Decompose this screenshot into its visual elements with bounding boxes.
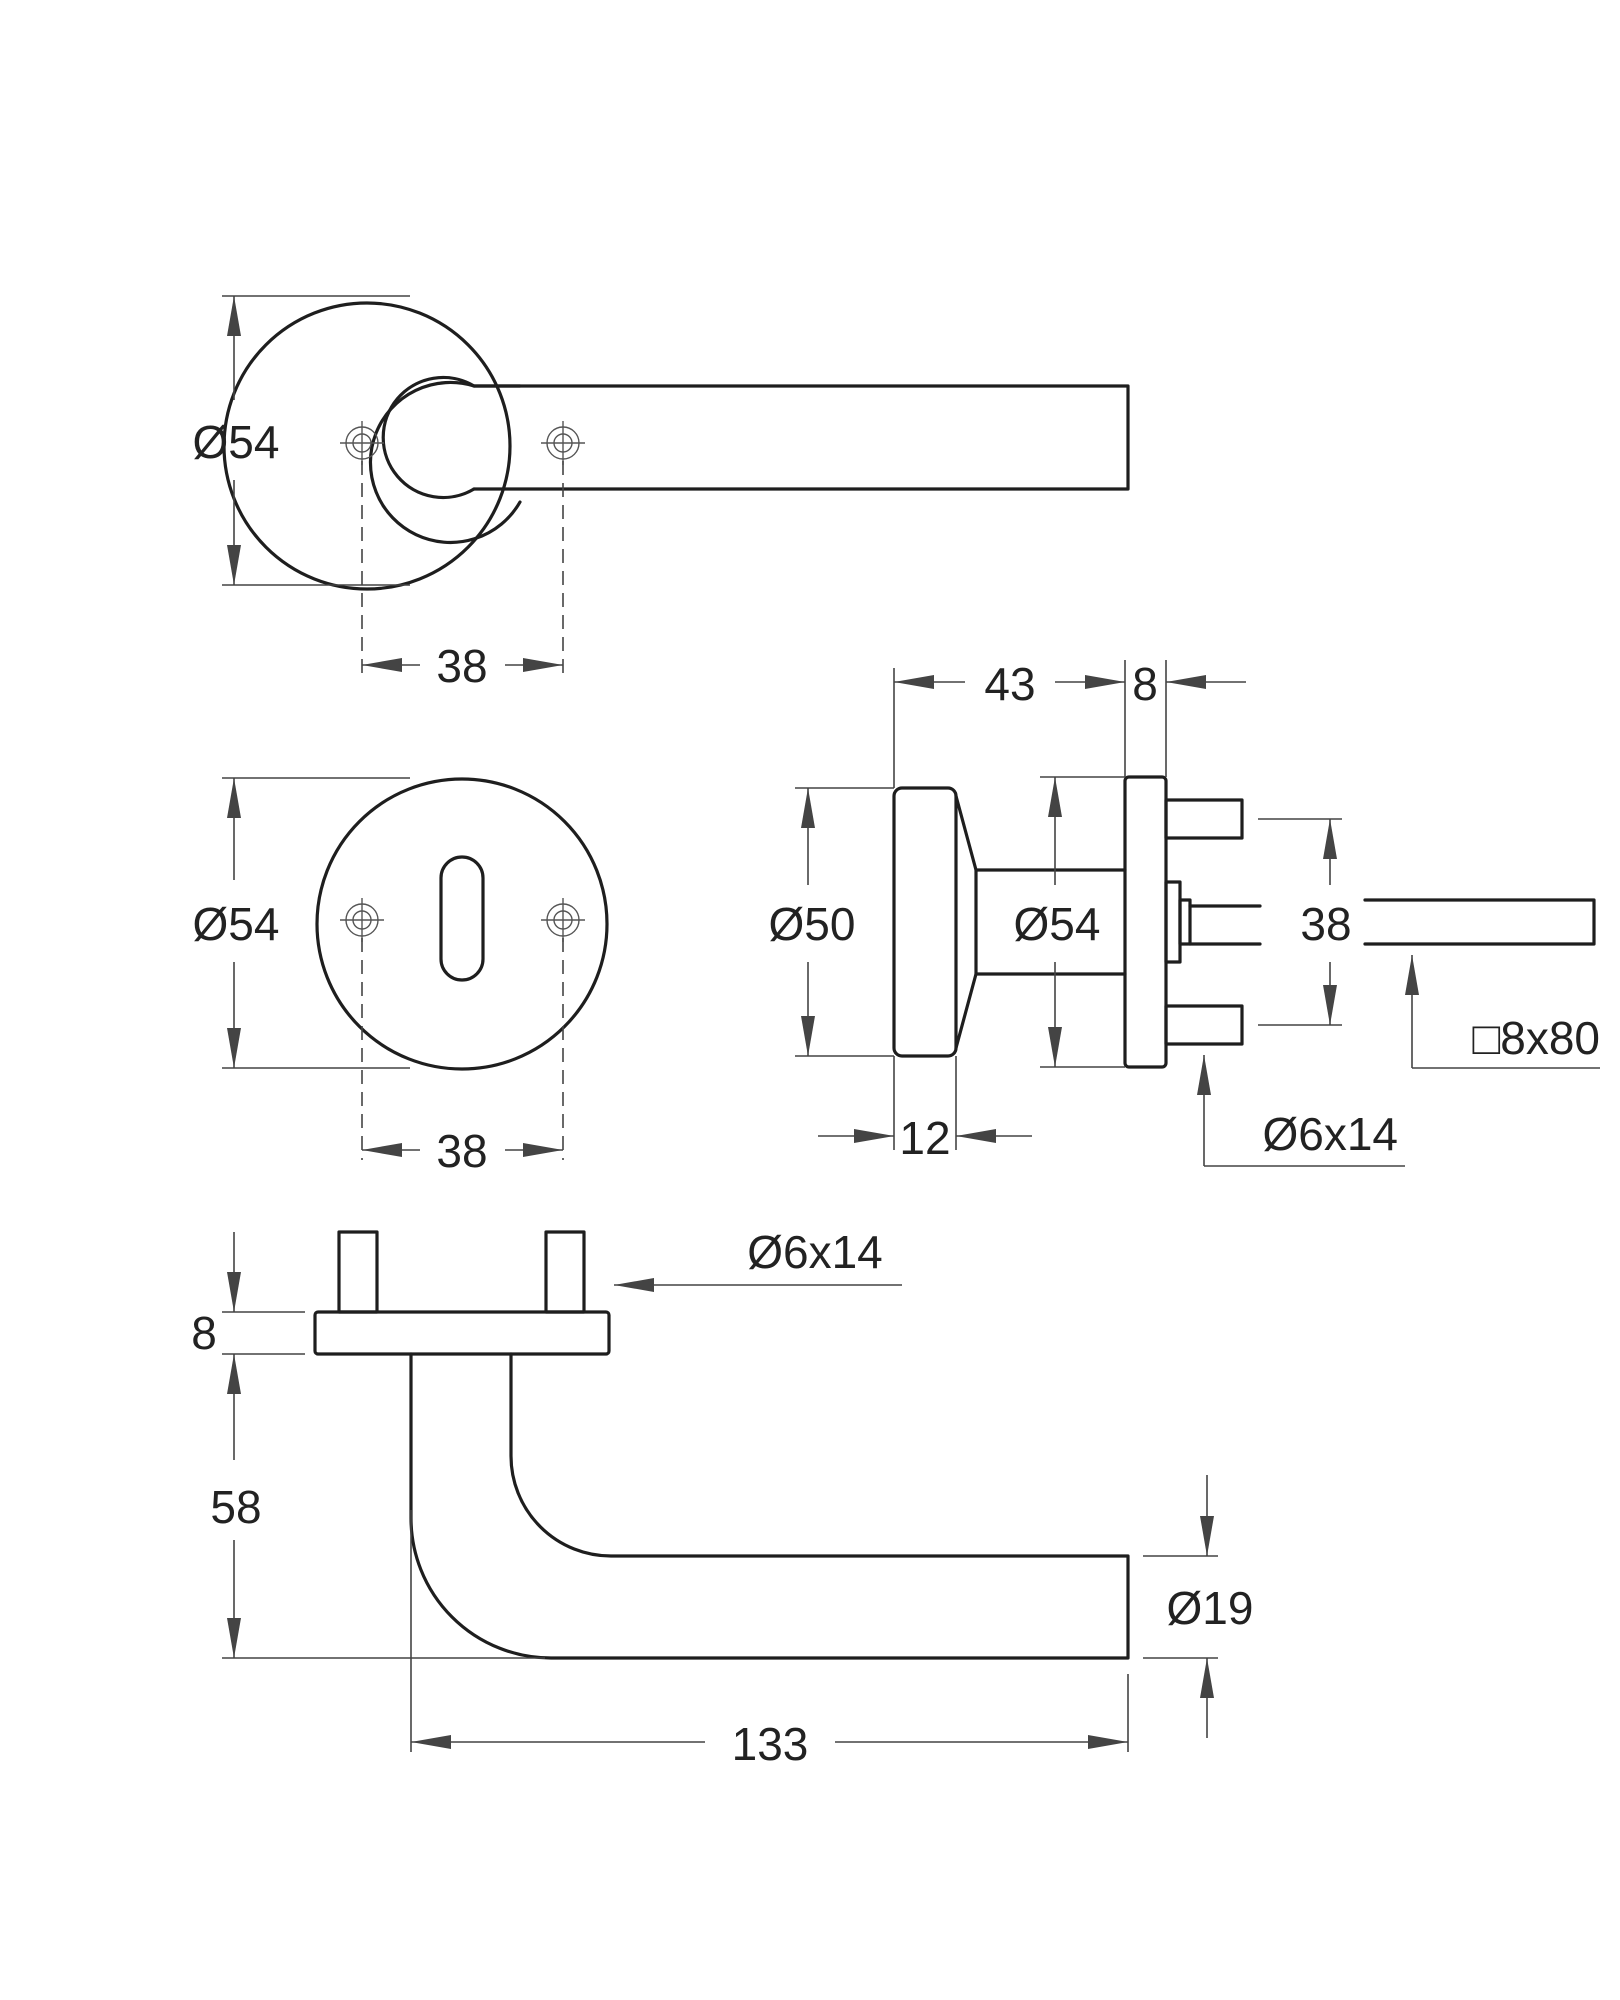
- lever-top-view: Ø6x14 8 58 Ø19 133: [191, 1226, 1253, 1770]
- label-width-12: 12: [899, 1112, 950, 1164]
- lever-neck-outer: [368, 380, 522, 544]
- label-screw-spacing-escutcheon: 38: [436, 1125, 487, 1177]
- label-length-43: 43: [984, 658, 1035, 710]
- label-diameter-50: Ø50: [769, 898, 856, 950]
- escutcheon-outline: [315, 777, 609, 1071]
- label-spindle-size: □8x80: [1472, 1012, 1600, 1064]
- label-pin-size-side: Ø6x14: [1262, 1108, 1398, 1160]
- fixing-pin-bottom: [1164, 1004, 1244, 1046]
- rose-outline: [222, 301, 512, 591]
- label-height-58: 58: [210, 1481, 261, 1533]
- top-pin-right: [544, 1230, 586, 1314]
- label-length-133: 133: [732, 1718, 809, 1770]
- lever-neck-inner: [381, 375, 476, 500]
- screw-mark-right-2: [541, 898, 585, 942]
- keyhole-slot: [439, 855, 485, 982]
- backplate: [1123, 775, 1168, 1069]
- screw-mark-left: [340, 421, 384, 465]
- rose-taper: [954, 794, 978, 1050]
- lever-arm: [472, 384, 1130, 491]
- label-tube-diameter: Ø19: [1167, 1582, 1254, 1634]
- spindle-bar: [1363, 898, 1596, 946]
- label-escutcheon-diameter: Ø54: [193, 898, 280, 950]
- escutcheon-view: Ø54 38: [193, 777, 609, 1177]
- label-screw-spacing-top: 38: [436, 640, 487, 692]
- label-pin-spacing-38: 38: [1300, 898, 1351, 950]
- screw-mark-right: [541, 421, 585, 465]
- screw-mark-left-2: [340, 898, 384, 942]
- spindle-boss: [1164, 880, 1182, 964]
- label-pin-size-bottom: Ø6x14: [747, 1226, 883, 1278]
- fixing-pin-top: [1164, 798, 1244, 840]
- side-view: 43 8 Ø50 Ø54 38 □8x80: [769, 658, 1600, 1167]
- label-plate-8: 8: [1132, 658, 1158, 710]
- label-plate-8-bottom: 8: [191, 1307, 217, 1359]
- label-rose-diameter: Ø54: [193, 416, 280, 468]
- top-backplate: [313, 1310, 611, 1356]
- lever-tube: [409, 1352, 1130, 1660]
- spindle-collar: [1178, 898, 1192, 946]
- top-pin-left: [337, 1230, 379, 1314]
- label-diameter-54-side: Ø54: [1014, 898, 1101, 950]
- handle-end-cap: [892, 786, 958, 1058]
- lever-front-view: Ø54 38: [193, 295, 1130, 692]
